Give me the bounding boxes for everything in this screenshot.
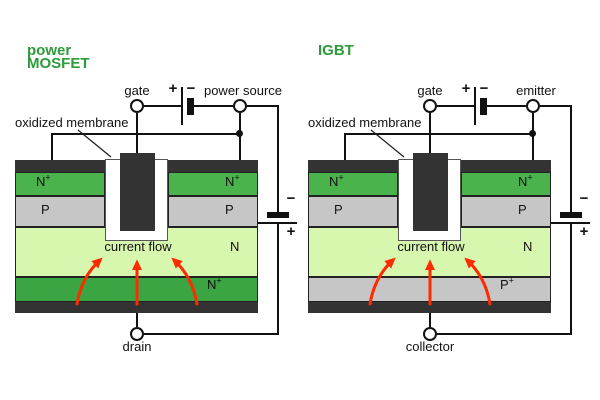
gate-battery-minus-sign: −: [186, 80, 196, 97]
n-plus-layer-left: [308, 172, 398, 196]
collector-stem-wire: [429, 313, 431, 327]
main-battery-minus-plate: [560, 212, 582, 218]
power-mosfet-diagram: power MOSFET gate: [15, 42, 297, 354]
drain-terminal-circle: [130, 327, 144, 341]
source-contact-bus-wire: [52, 133, 240, 135]
gate-electrode: [120, 153, 155, 231]
gate-battery-minus-plate: [480, 98, 487, 115]
p-layer-right: [461, 196, 551, 227]
drain-bottom-wire: [144, 333, 279, 335]
current-flow-label: current flow: [397, 239, 465, 254]
side-wire-lower: [277, 224, 279, 335]
p-plus-substrate-layer: [308, 277, 551, 302]
p-layer-left: [15, 196, 105, 227]
main-battery-minus-plate: [267, 212, 289, 218]
p-right-label: P: [225, 202, 234, 217]
main-battery-minus-sign: −: [286, 190, 296, 207]
oxidized-membrane-label: oxidized membrane: [15, 115, 129, 130]
main-battery-plus-sign: +: [579, 223, 589, 240]
emitter-label: emitter: [516, 83, 556, 98]
p-layer-left: [308, 196, 398, 227]
collector-label: collector: [405, 339, 455, 354]
n-plus-left-label: N+: [36, 172, 51, 189]
mosfet-title-line2: MOSFET: [27, 55, 90, 72]
gate-to-battery-wire: [437, 105, 475, 107]
gate-label: gate: [417, 83, 443, 98]
gate-battery-minus-plate: [187, 98, 194, 115]
n-plus-layer-right: [461, 172, 551, 196]
main-battery-plus-plate: [258, 222, 297, 224]
gate-battery-plus-sign: +: [168, 80, 178, 97]
power-source-terminal-circle: [233, 99, 247, 113]
collector-terminal-circle: [423, 327, 437, 341]
source-metal-contact-left: [15, 160, 105, 172]
wire-junction-dot: [529, 130, 536, 137]
emitter-metal-contact-left: [308, 160, 398, 172]
emitter-contact-bus-wire: [345, 133, 533, 135]
emitter-contact-left-drop-wire: [344, 133, 346, 160]
n-plus-right-label: N+: [518, 172, 533, 189]
p-right-label: P: [518, 202, 527, 217]
n-plus-substrate-label: N+: [207, 275, 222, 292]
main-battery-minus-sign: −: [579, 190, 589, 207]
main-battery-plus-sign: +: [286, 223, 296, 240]
gate-battery-plus-plate: [474, 87, 476, 125]
wire-junction-dot: [236, 130, 243, 137]
igbt-title: IGBT: [318, 42, 354, 59]
n-plus-layer-right: [168, 172, 258, 196]
gate-battery-plus-plate: [181, 87, 183, 125]
mosfet-title: power MOSFET: [27, 42, 90, 72]
oxidized-membrane-label: oxidized membrane: [308, 115, 422, 130]
gate-label: gate: [124, 83, 150, 98]
emitter-to-side-wire: [540, 105, 572, 107]
side-wire-upper: [277, 105, 279, 212]
p-plus-substrate-label: P+: [500, 275, 514, 292]
power-source-label: power source: [203, 83, 283, 98]
side-wire-upper: [570, 105, 572, 212]
gate-battery-minus-sign: −: [479, 80, 489, 97]
mosfet-title-line1: power: [27, 42, 72, 59]
drain-metal-contact: [15, 302, 258, 313]
collector-metal-contact: [308, 302, 551, 313]
n-drift-label: N: [523, 239, 533, 254]
p-layer-right: [168, 196, 258, 227]
gate-to-battery-wire: [144, 105, 182, 107]
drain-label: drain: [122, 339, 152, 354]
gate-terminal-circle: [130, 99, 144, 113]
n-drift-label: N: [230, 239, 240, 254]
side-wire-lower: [570, 224, 572, 335]
source-to-side-wire: [247, 105, 279, 107]
source-metal-contact-right: [168, 160, 258, 172]
battery-to-source-wire: [194, 105, 233, 107]
gate-terminal-circle: [423, 99, 437, 113]
n-plus-left-label: N+: [329, 172, 344, 189]
emitter-terminal-circle: [526, 99, 540, 113]
emitter-metal-contact-right: [461, 160, 551, 172]
igbt-diagram: IGBT gate + − emitt: [293, 0, 593, 400]
p-left-label: P: [334, 202, 343, 217]
main-battery-plus-plate: [551, 222, 590, 224]
drain-stem-wire: [136, 313, 138, 327]
gate-electrode: [413, 153, 448, 231]
collector-bottom-wire: [437, 333, 572, 335]
gate-battery-plus-sign: +: [461, 80, 471, 97]
p-left-label: P: [41, 202, 50, 217]
n-plus-right-label: N+: [225, 172, 240, 189]
current-flow-label: current flow: [104, 239, 172, 254]
source-contact-left-drop-wire: [51, 133, 53, 160]
battery-to-emitter-wire: [487, 105, 526, 107]
n-plus-layer-left: [15, 172, 105, 196]
igbt-title-line1: IGBT: [318, 42, 354, 59]
